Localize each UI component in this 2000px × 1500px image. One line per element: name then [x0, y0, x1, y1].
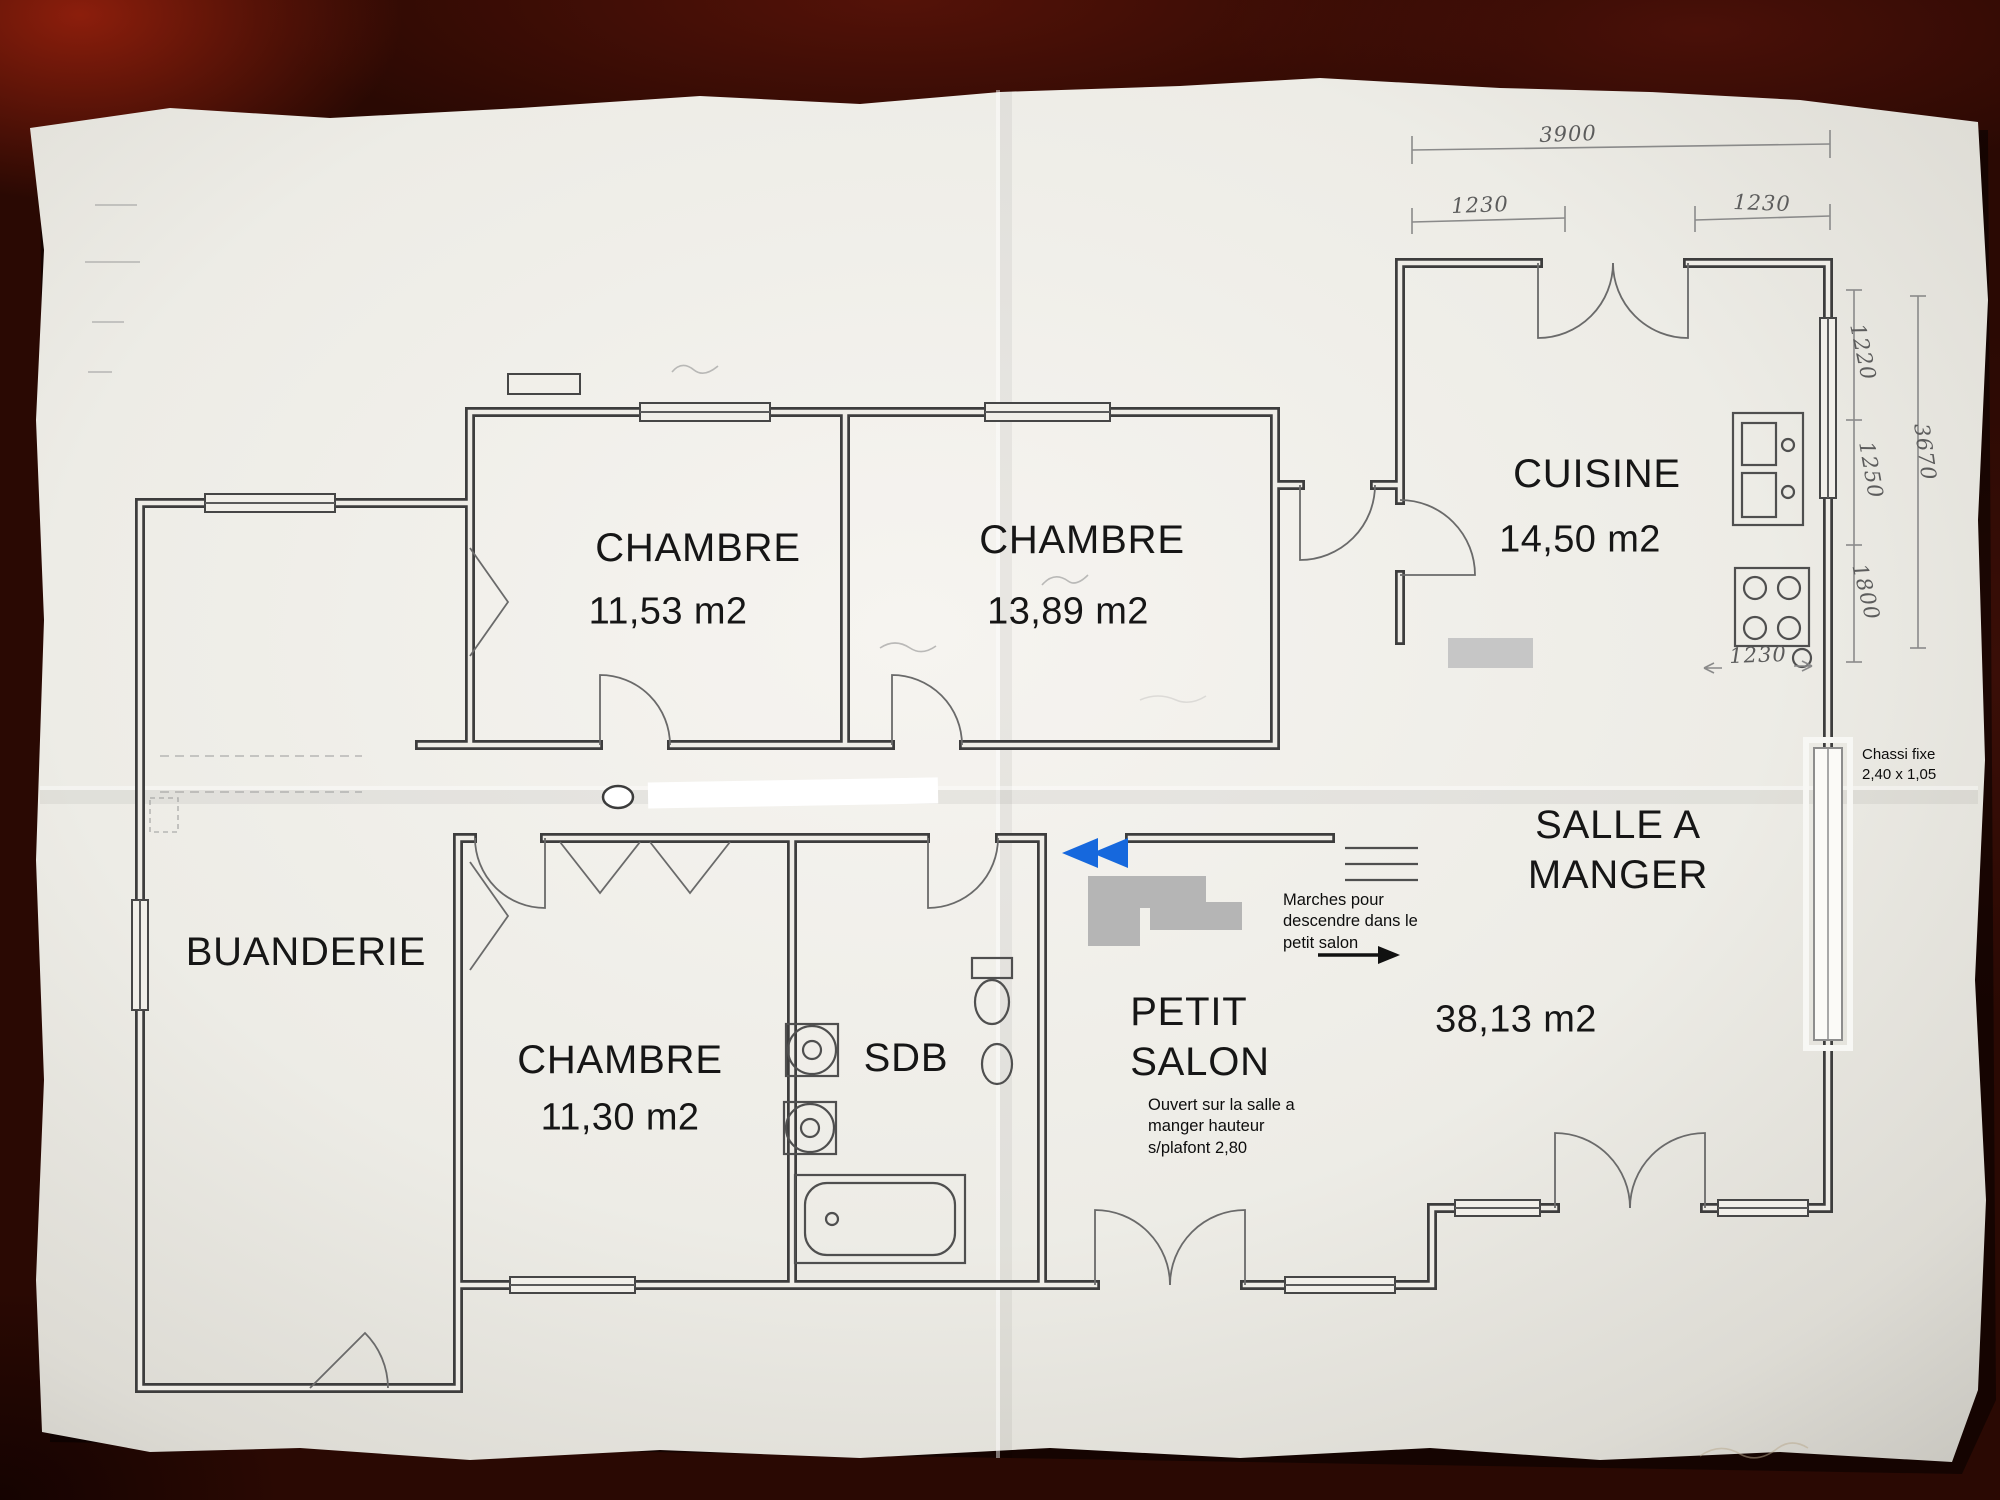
paper-sheet	[30, 78, 1996, 1474]
blue-arrows-icon	[1062, 838, 1128, 868]
toilet	[970, 956, 1014, 1086]
fixtures	[782, 411, 1813, 1265]
redactions	[601, 638, 1533, 946]
bathroom-basins	[782, 1022, 840, 1156]
gray-smudge	[1448, 638, 1533, 668]
pencil-scribbles	[85, 204, 1809, 1459]
chassi-fixe-window	[1803, 737, 1853, 1051]
dimension-lines	[1411, 130, 1926, 674]
bathtub	[793, 1173, 967, 1265]
stove	[1733, 566, 1813, 669]
steps-arrow-icon	[1318, 946, 1400, 964]
windows	[131, 317, 1853, 1294]
steps-marks	[1345, 846, 1418, 882]
gray-blur-blob	[1088, 876, 1242, 946]
door-arcs	[309, 262, 1706, 1389]
kitchen-sink	[1731, 411, 1805, 527]
